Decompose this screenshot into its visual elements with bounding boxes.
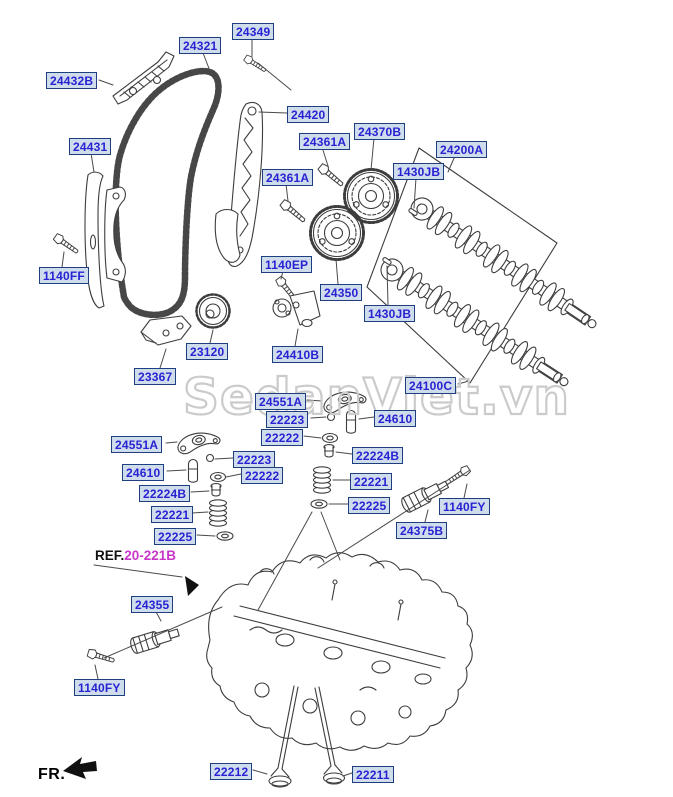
ocv-24355 [128,624,182,655]
valve-22212 [268,685,299,788]
part-label-24420[interactable]: 24420 [287,106,330,123]
part-label-24375b[interactable]: 24375B [396,522,448,539]
chain-rail-24432b [112,51,175,105]
pivot-ball-left [205,453,215,463]
part-label-1140fy[interactable]: 1140FY [74,679,125,696]
part-label-24551a[interactable]: 24551A [255,393,307,410]
part-label-22223[interactable]: 22223 [233,451,276,468]
part-label-1430jb[interactable]: 1430JB [393,163,445,180]
stem-seal-center [323,444,335,458]
part-label-22211[interactable]: 22211 [352,766,394,783]
chain-guide-24420 [214,101,264,267]
part-label-24432b[interactable]: 24432B [46,72,98,89]
bolt-24361a-2 [278,198,309,226]
part-label-22224b[interactable]: 22224B [139,485,191,502]
part-label-23120[interactable]: 23120 [186,343,229,360]
part-label-22221[interactable]: 22221 [151,506,194,523]
chain-guide-24431 [84,171,126,309]
part-label-1140ff[interactable]: 1140FF [39,267,89,284]
part-label-22212[interactable]: 22212 [210,763,253,780]
bracket-23367 [140,315,192,346]
part-label-24610[interactable]: 24610 [374,410,417,427]
spring-seat-center [321,432,339,444]
part-label-23367[interactable]: 23367 [134,368,177,385]
rocker-arm-center [321,387,368,415]
part-label-24350[interactable]: 24350 [320,284,363,301]
cvvt-pulley-24370b [343,168,399,224]
lash-adjuster-center [345,409,357,434]
leader-lines [61,39,471,777]
part-label-22222[interactable]: 22222 [241,467,284,484]
part-label-24200a[interactable]: 24200A [436,141,488,158]
valve-22211 [314,686,346,785]
sprocket-23120 [195,293,231,329]
part-label-24361a[interactable]: 24361A [262,169,314,186]
cvvt-pulley-24350 [309,205,365,261]
part-label-22222[interactable]: 22222 [261,429,304,446]
part-label-22224b[interactable]: 22224B [352,447,404,464]
rocker-arm-left [175,428,222,456]
part-label-24321[interactable]: 24321 [179,37,222,54]
pivot-ball-center [326,412,336,422]
spring-seat-left [209,471,227,483]
part-label-24349[interactable]: 24349 [232,23,275,40]
camshaft-exhaust [375,252,575,396]
cylinder-head [206,552,473,751]
part-label-24431[interactable]: 24431 [69,138,112,155]
ref-pointer-arrow-icon [185,576,199,596]
part-label-24355[interactable]: 24355 [131,596,174,613]
fr-label: FR. [38,766,66,783]
part-label-24610[interactable]: 24610 [122,464,165,481]
valve-spring-left [208,499,228,527]
part-label-24551a[interactable]: 24551A [111,436,163,453]
part-label-1140ep[interactable]: 1140EP [261,256,313,273]
part-label-22223[interactable]: 22223 [266,411,309,428]
part-label-24361a[interactable]: 24361A [299,133,351,150]
bolt-1140fy-bottom [86,647,117,666]
bolt-24349 [242,53,269,75]
part-label-22225[interactable]: 22225 [154,528,197,545]
part-label-24100c[interactable]: 24100C [405,377,457,394]
part-label-1430jb[interactable]: 1430JB [364,305,416,322]
part-label-1140fy[interactable]: 1140FY [439,498,490,515]
camshaft-outline-box [366,147,558,384]
part-label-24370b[interactable]: 24370B [354,123,406,140]
part-label-24410b[interactable]: 24410B [272,346,324,363]
spring-retainer-center [310,499,328,509]
chain-tensioner-24410b [272,290,321,328]
bolt-24361a-1 [316,162,347,190]
part-label-22221[interactable]: 22221 [350,473,393,490]
timing-chain [112,67,222,319]
lash-adjuster-left [187,458,199,483]
camshaft-intake [405,191,604,338]
part-label-22225[interactable]: 22225 [348,497,391,514]
valve-spring-center [312,466,332,494]
bolt-1140ff [52,232,81,257]
ref-note-code: 20-221B [124,548,177,563]
ref-note-prefix: REF. [95,548,125,563]
fr-direction-arrow-icon [63,757,97,779]
spring-retainer-left [216,531,234,541]
ref-note[interactable]: REF.20-221B [95,548,176,563]
stem-seal-left [210,483,222,497]
